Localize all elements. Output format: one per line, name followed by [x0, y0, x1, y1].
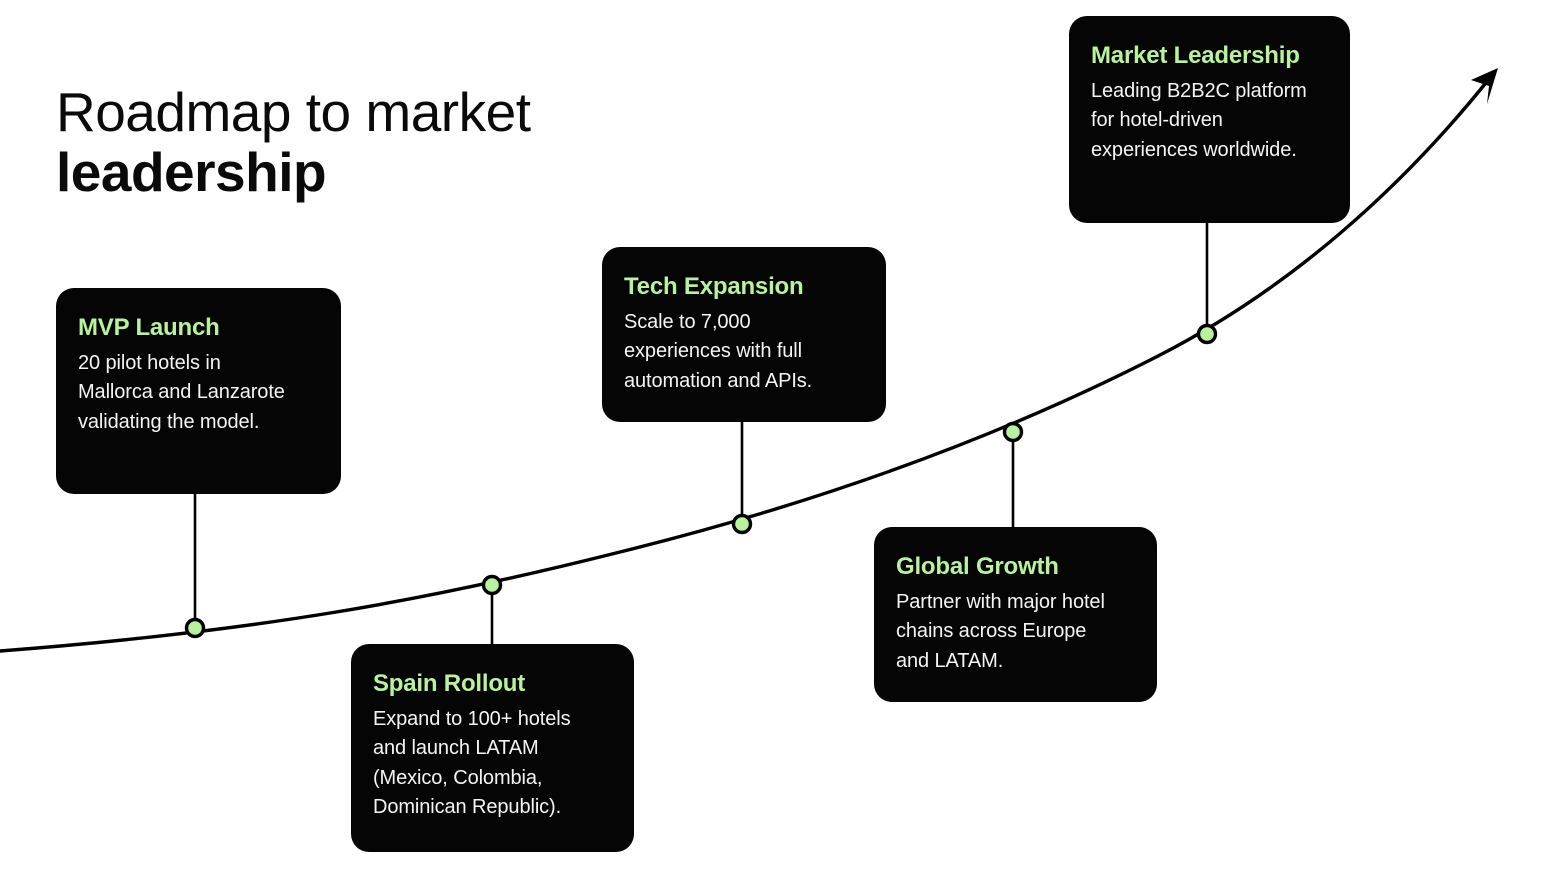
milestone-title: Spain Rollout [373, 670, 526, 697]
milestone-title: Market Leadership [1091, 42, 1300, 69]
milestone-description: Expand to 100+ hotels and launch LATAM (… [373, 707, 571, 818]
milestone-title: Tech Expansion [624, 273, 804, 300]
milestone-card-market-leadership[interactable]: Market Leadership Leading B2B2C platform… [1069, 16, 1350, 223]
milestone-card-mvp-launch[interactable]: MVP Launch 20 pilot hotels in Mallorca a… [56, 288, 341, 494]
curve-arrowhead-icon [1471, 68, 1498, 104]
milestone-node-global-growth[interactable] [1002, 421, 1024, 443]
milestone-node-market-leadership[interactable] [1196, 323, 1218, 345]
milestone-title: Global Growth [896, 553, 1059, 580]
milestone-description: Scale to 7,000 experiences with full aut… [624, 310, 813, 392]
page-title-line-one: Roadmap to market [56, 81, 531, 144]
milestone-card-tech-expansion[interactable]: Tech Expansion Scale to 7,000 experience… [602, 247, 886, 422]
milestone-node-spain-rollout[interactable] [481, 574, 503, 596]
milestone-card-spain-rollout[interactable]: Spain Rollout Expand to 100+ hotels and … [351, 644, 634, 852]
page-title-line-two: leadership [56, 140, 327, 203]
milestone-card-global-growth[interactable]: Global Growth Partner with major hotel c… [874, 527, 1157, 702]
milestone-node-mvp-launch[interactable] [184, 617, 206, 639]
page-title: Roadmap to market leadership [56, 83, 756, 202]
milestone-title: MVP Launch [78, 314, 220, 341]
milestone-description: Leading B2B2C platform for hotel-driven … [1091, 79, 1307, 161]
milestone-node-tech-expansion[interactable] [731, 513, 753, 535]
milestone-description: Partner with major hotel chains across E… [896, 590, 1105, 672]
milestone-description: 20 pilot hotels in Mallorca and Lanzarot… [78, 351, 285, 433]
